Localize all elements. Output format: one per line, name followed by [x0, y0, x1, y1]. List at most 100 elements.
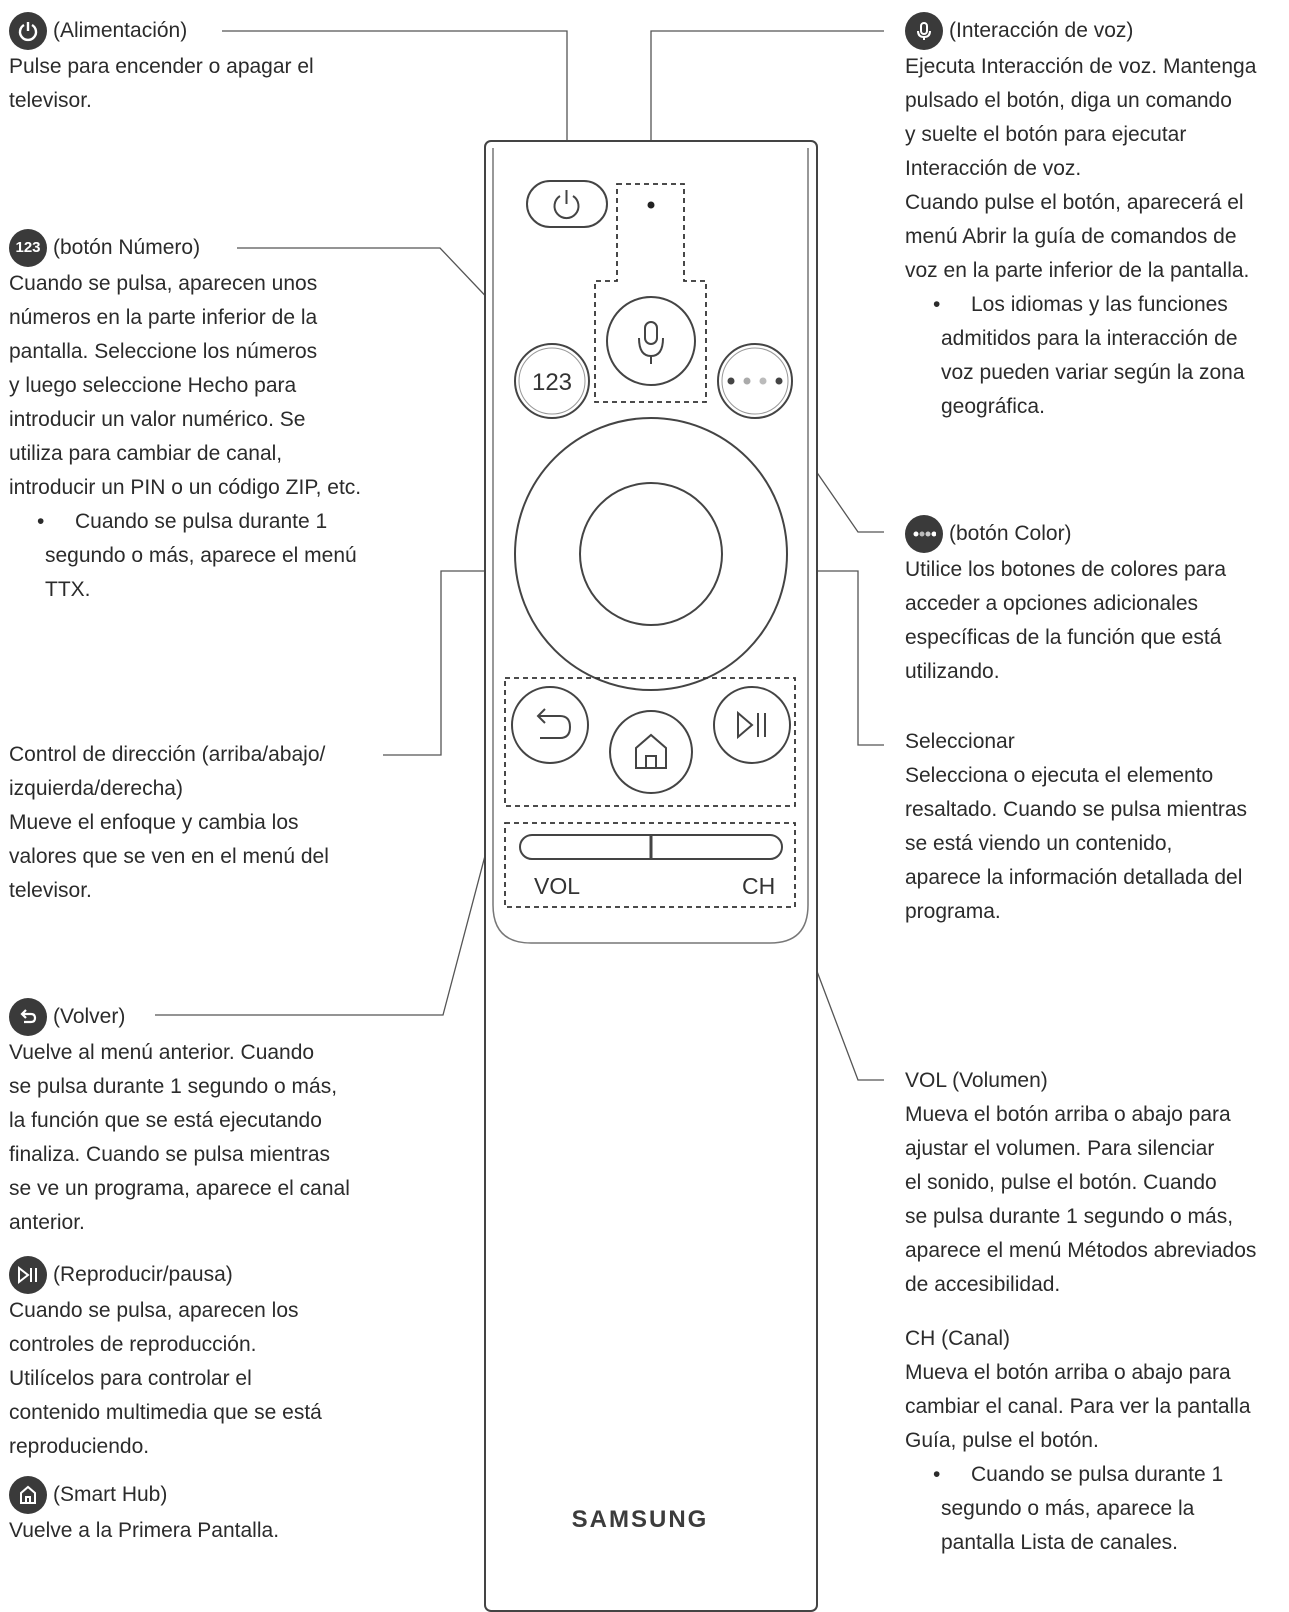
- callout-play-text: Utilícelos para controlar el: [9, 1367, 252, 1390]
- number-button-label: 123: [532, 369, 572, 396]
- callout-number: 123 (botón Número) Cuando se pulsa, apar…: [9, 229, 361, 607]
- callout-number-text: y luego seleccione Hecho para: [9, 374, 297, 397]
- color-dots-icon: [905, 515, 943, 553]
- callout-vol-text: aparece el menú Métodos abreviados: [905, 1239, 1257, 1262]
- color-button: [717, 343, 793, 419]
- vol-label: VOL: [534, 873, 581, 899]
- callout-vol-text: Mueva el botón arriba o abajo para: [905, 1103, 1231, 1126]
- callout-voice-text: Interacción de voz.: [905, 157, 1082, 180]
- callout-vol-title: VOL (Volumen): [905, 1069, 1048, 1092]
- home-button: [609, 710, 693, 794]
- callout-voice-text: menú Abrir la guía de comandos de: [905, 225, 1237, 248]
- callout-direction-title: izquierda/derecha): [9, 777, 183, 800]
- callout-number-title: (botón Número): [53, 236, 201, 259]
- callout-smarthub-text: Vuelve a la Primera Pantalla.: [9, 1519, 280, 1542]
- home-icon: [9, 1476, 47, 1514]
- number-button: [514, 343, 590, 419]
- ch-label: CH: [742, 873, 776, 899]
- callout-color-text: Utilice los botones de colores para: [905, 558, 1227, 581]
- callout-number-text: introducir un valor numérico. Se: [9, 408, 306, 431]
- callout-vol: VOL (Volumen) Mueva el botón arriba o ab…: [905, 1064, 1256, 1302]
- leader-power: [222, 30, 568, 178]
- back-button: [511, 686, 589, 764]
- microphone-icon: [905, 12, 943, 50]
- callout-color-text: utilizando.: [905, 660, 1000, 683]
- callout-vol-text: ajustar el volumen. Para silenciar: [905, 1137, 1215, 1160]
- callout-direction-text: televisor.: [9, 879, 92, 902]
- play-pause-icon: [9, 1256, 47, 1294]
- callout-play-text: controles de reproducción.: [9, 1333, 257, 1356]
- callout-select: Seleccionar Selecciona o ejecuta el elem…: [905, 725, 1247, 929]
- brand-logo: SAMSUNG: [571, 1506, 709, 1533]
- callout-voice-text: Cuando pulse el botón, aparecerá el: [905, 191, 1244, 214]
- callout-number-text: Cuando se pulsa, aparecen unos: [9, 272, 318, 295]
- callout-vol-text: se pulsa durante 1 segundo o más,: [905, 1205, 1234, 1228]
- callout-select-title: Seleccionar: [905, 730, 1015, 753]
- callout-direction-title: Control de dirección (arriba/abajo/: [9, 743, 326, 766]
- callout-ch: CH (Canal) Mueva el botón arriba o abajo…: [905, 1322, 1251, 1560]
- callout-voice-bullet: Los idiomas y las funciones admitidos pa…: [905, 288, 1256, 424]
- callout-color: (botón Color) Utilice los botones de col…: [905, 515, 1226, 689]
- callout-ch-text: Guía, pulse el botón.: [905, 1429, 1099, 1452]
- callout-voice-text: voz en la parte inferior de la pantalla.: [905, 259, 1250, 282]
- callout-voice-text: pulsado el botón, diga un comando: [905, 89, 1232, 112]
- callout-play-title: (Reproducir/pausa): [53, 1263, 233, 1286]
- callout-select-text: programa.: [905, 900, 1001, 923]
- callout-back-text: se ve un programa, aparece el canal: [9, 1177, 350, 1200]
- power-button: [526, 180, 608, 228]
- callout-play-text: contenido multimedia que se está: [9, 1401, 322, 1424]
- callout-direction-text: Mueve el enfoque y cambia los: [9, 811, 299, 834]
- callout-select-text: Selecciona o ejecuta el elemento: [905, 764, 1214, 787]
- callout-number-bullet: Cuando se pulsa durante 1 segundo o más,…: [9, 505, 361, 607]
- callout-ch-text: Mueva el botón arriba o abajo para: [905, 1361, 1231, 1384]
- vol-ch-rocker: [519, 834, 783, 860]
- color-button-dots: [727, 377, 783, 385]
- callout-voice-text: y suelte el botón para ejecutar: [905, 123, 1187, 146]
- callout-power: (Alimentación) Pulse para encender o apa…: [9, 12, 314, 118]
- callout-number-text: números en la parte inferior de la: [9, 306, 318, 329]
- callout-direction: Control de dirección (arriba/abajo/ izqu…: [9, 738, 329, 908]
- callout-back-text: finaliza. Cuando se pulsa mientras: [9, 1143, 331, 1166]
- callout-back-text: Vuelve al menú anterior. Cuando: [9, 1041, 315, 1064]
- callout-play-text: reproduciendo.: [9, 1435, 150, 1458]
- back-icon: [9, 998, 47, 1036]
- callout-ch-title: CH (Canal): [905, 1327, 1011, 1350]
- callout-back: (Volver) Vuelve al menú anterior. Cuando…: [9, 998, 350, 1240]
- callout-smarthub: (Smart Hub) Vuelve a la Primera Pantalla…: [9, 1476, 279, 1548]
- callout-power-text: televisor.: [9, 89, 92, 112]
- callout-voice-title: (Interacción de voz): [949, 19, 1134, 42]
- power-icon: [9, 12, 47, 50]
- callout-power-title: (Alimentación): [53, 19, 188, 42]
- number-icon: 123: [9, 229, 47, 267]
- callout-back-text: anterior.: [9, 1211, 85, 1234]
- callout-power-text: Pulse para encender o apagar el: [9, 55, 314, 78]
- callout-voice: (Interacción de voz) Ejecuta Interacción…: [905, 12, 1256, 424]
- callout-select-text: se está viendo un contenido,: [905, 832, 1173, 855]
- callout-back-text: la función que se está ejecutando: [9, 1109, 322, 1132]
- callout-vol-text: de accesibilidad.: [905, 1273, 1061, 1296]
- direction-pad: [514, 417, 788, 691]
- callout-number-text: pantalla. Seleccione los números: [9, 340, 318, 363]
- callout-color-text: acceder a opciones adicionales: [905, 592, 1199, 615]
- callout-back-text: se pulsa durante 1 segundo o más,: [9, 1075, 338, 1098]
- callout-voice-text: Ejecuta Interacción de voz. Mantenga: [905, 55, 1257, 78]
- callout-direction-text: valores que se ven en el menú del: [9, 845, 329, 868]
- callout-ch-text: cambiar el canal. Para ver la pantalla: [905, 1395, 1251, 1418]
- microphone-hole: [647, 201, 655, 209]
- play-pause-button: [713, 686, 791, 764]
- callout-color-text: específicas de la función que está: [905, 626, 1222, 649]
- nav-buttons-dashed-outline: [504, 677, 796, 807]
- callout-color-title: (botón Color): [949, 522, 1072, 545]
- callout-play-text: Cuando se pulsa, aparecen los: [9, 1299, 299, 1322]
- callout-ch-bullet: Cuando se pulsa durante 1 segundo o más,…: [905, 1458, 1251, 1560]
- callout-select-text: resaltado. Cuando se pulsa mientras: [905, 798, 1248, 821]
- vol-ch-dashed-outline: [504, 822, 796, 908]
- callout-number-text: introducir un PIN o un código ZIP, etc.: [9, 476, 362, 499]
- microphone-dashed-outline: [594, 183, 707, 403]
- callout-number-text: utiliza para cambiar de canal,: [9, 442, 283, 465]
- callout-smarthub-title: (Smart Hub): [53, 1483, 168, 1506]
- callout-back-title: (Volver): [53, 1005, 126, 1028]
- callout-vol-text: el sonido, pulse el botón. Cuando: [905, 1171, 1217, 1194]
